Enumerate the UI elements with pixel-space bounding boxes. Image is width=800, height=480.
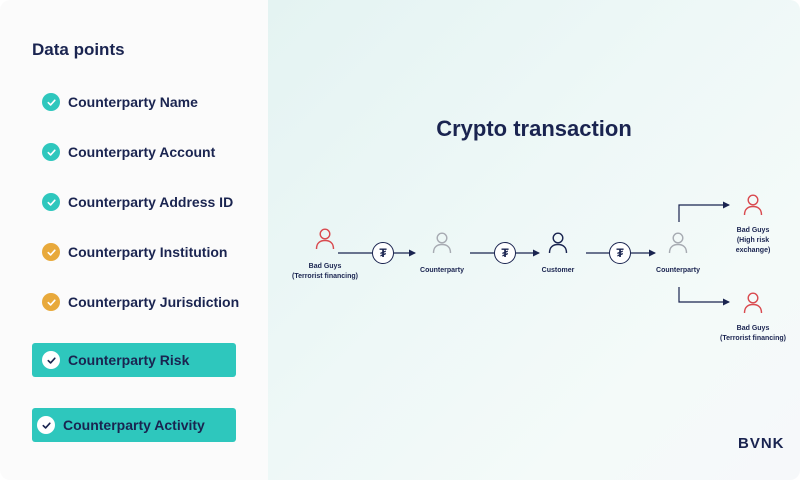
person-icon bbox=[432, 232, 452, 254]
data-points-title: Data points bbox=[32, 40, 125, 59]
data-point-counterparty-account: Counterparty Account bbox=[42, 142, 215, 162]
check-circle-icon bbox=[42, 93, 60, 111]
data-point-counterparty-jurisdiction: Counterparty Jurisdiction bbox=[42, 292, 239, 312]
diagram-panel: Crypto transaction bbox=[268, 0, 800, 480]
data-point-label: Counterparty Institution bbox=[68, 244, 228, 260]
check-circle-icon bbox=[42, 193, 60, 211]
data-points-panel: Data points Counterparty Name Counterpar… bbox=[0, 0, 268, 480]
bvnk-logo: BVNK bbox=[738, 435, 785, 452]
data-point-counterparty-activity: Counterparty Activity bbox=[32, 408, 236, 442]
check-circle-icon bbox=[37, 416, 55, 434]
tether-token-icon: ₮ bbox=[372, 242, 394, 264]
check-circle-icon bbox=[42, 351, 60, 369]
person-icon bbox=[315, 228, 335, 250]
node-label-counterparty-1: Counterparty bbox=[420, 267, 464, 274]
flow-arrow-to-terror bbox=[678, 287, 730, 306]
person-icon bbox=[743, 194, 763, 216]
node-label-bad-guys-terror: Bad Guys (Terrorist financing) bbox=[720, 325, 786, 342]
data-point-label: Counterparty Activity bbox=[63, 417, 205, 433]
data-point-label: Counterparty Jurisdiction bbox=[68, 294, 240, 310]
node-label-customer: Customer bbox=[541, 267, 575, 274]
node-label-bad-guys-source: Bad Guys (Terrorist financing) bbox=[292, 263, 358, 280]
data-point-counterparty-address-id: Counterparty Address ID bbox=[42, 192, 233, 212]
check-circle-icon bbox=[42, 293, 60, 311]
check-circle-icon bbox=[42, 143, 60, 161]
diagram-title: Crypto transaction bbox=[436, 116, 632, 141]
data-point-counterparty-name: Counterparty Name bbox=[42, 92, 198, 112]
flow-arrow-to-exchange bbox=[678, 201, 730, 222]
data-point-label: Counterparty Name bbox=[68, 94, 198, 110]
person-icon bbox=[548, 232, 568, 254]
check-circle-icon bbox=[42, 243, 60, 261]
person-icon bbox=[743, 292, 763, 314]
person-icon bbox=[668, 232, 688, 254]
node-label-bad-guys-exchange: Bad Guys (High risk exchange) bbox=[735, 227, 771, 254]
data-point-counterparty-institution: Counterparty Institution bbox=[42, 242, 227, 262]
node-label-counterparty-2: Counterparty bbox=[656, 267, 700, 274]
tether-token-icon: ₮ bbox=[609, 242, 631, 264]
data-point-label: Counterparty Account bbox=[68, 144, 216, 160]
tether-token-icon: ₮ bbox=[494, 242, 516, 264]
data-point-label: Counterparty Risk bbox=[68, 352, 190, 368]
data-point-counterparty-risk: Counterparty Risk bbox=[32, 343, 236, 377]
data-point-label: Counterparty Address ID bbox=[68, 194, 234, 210]
